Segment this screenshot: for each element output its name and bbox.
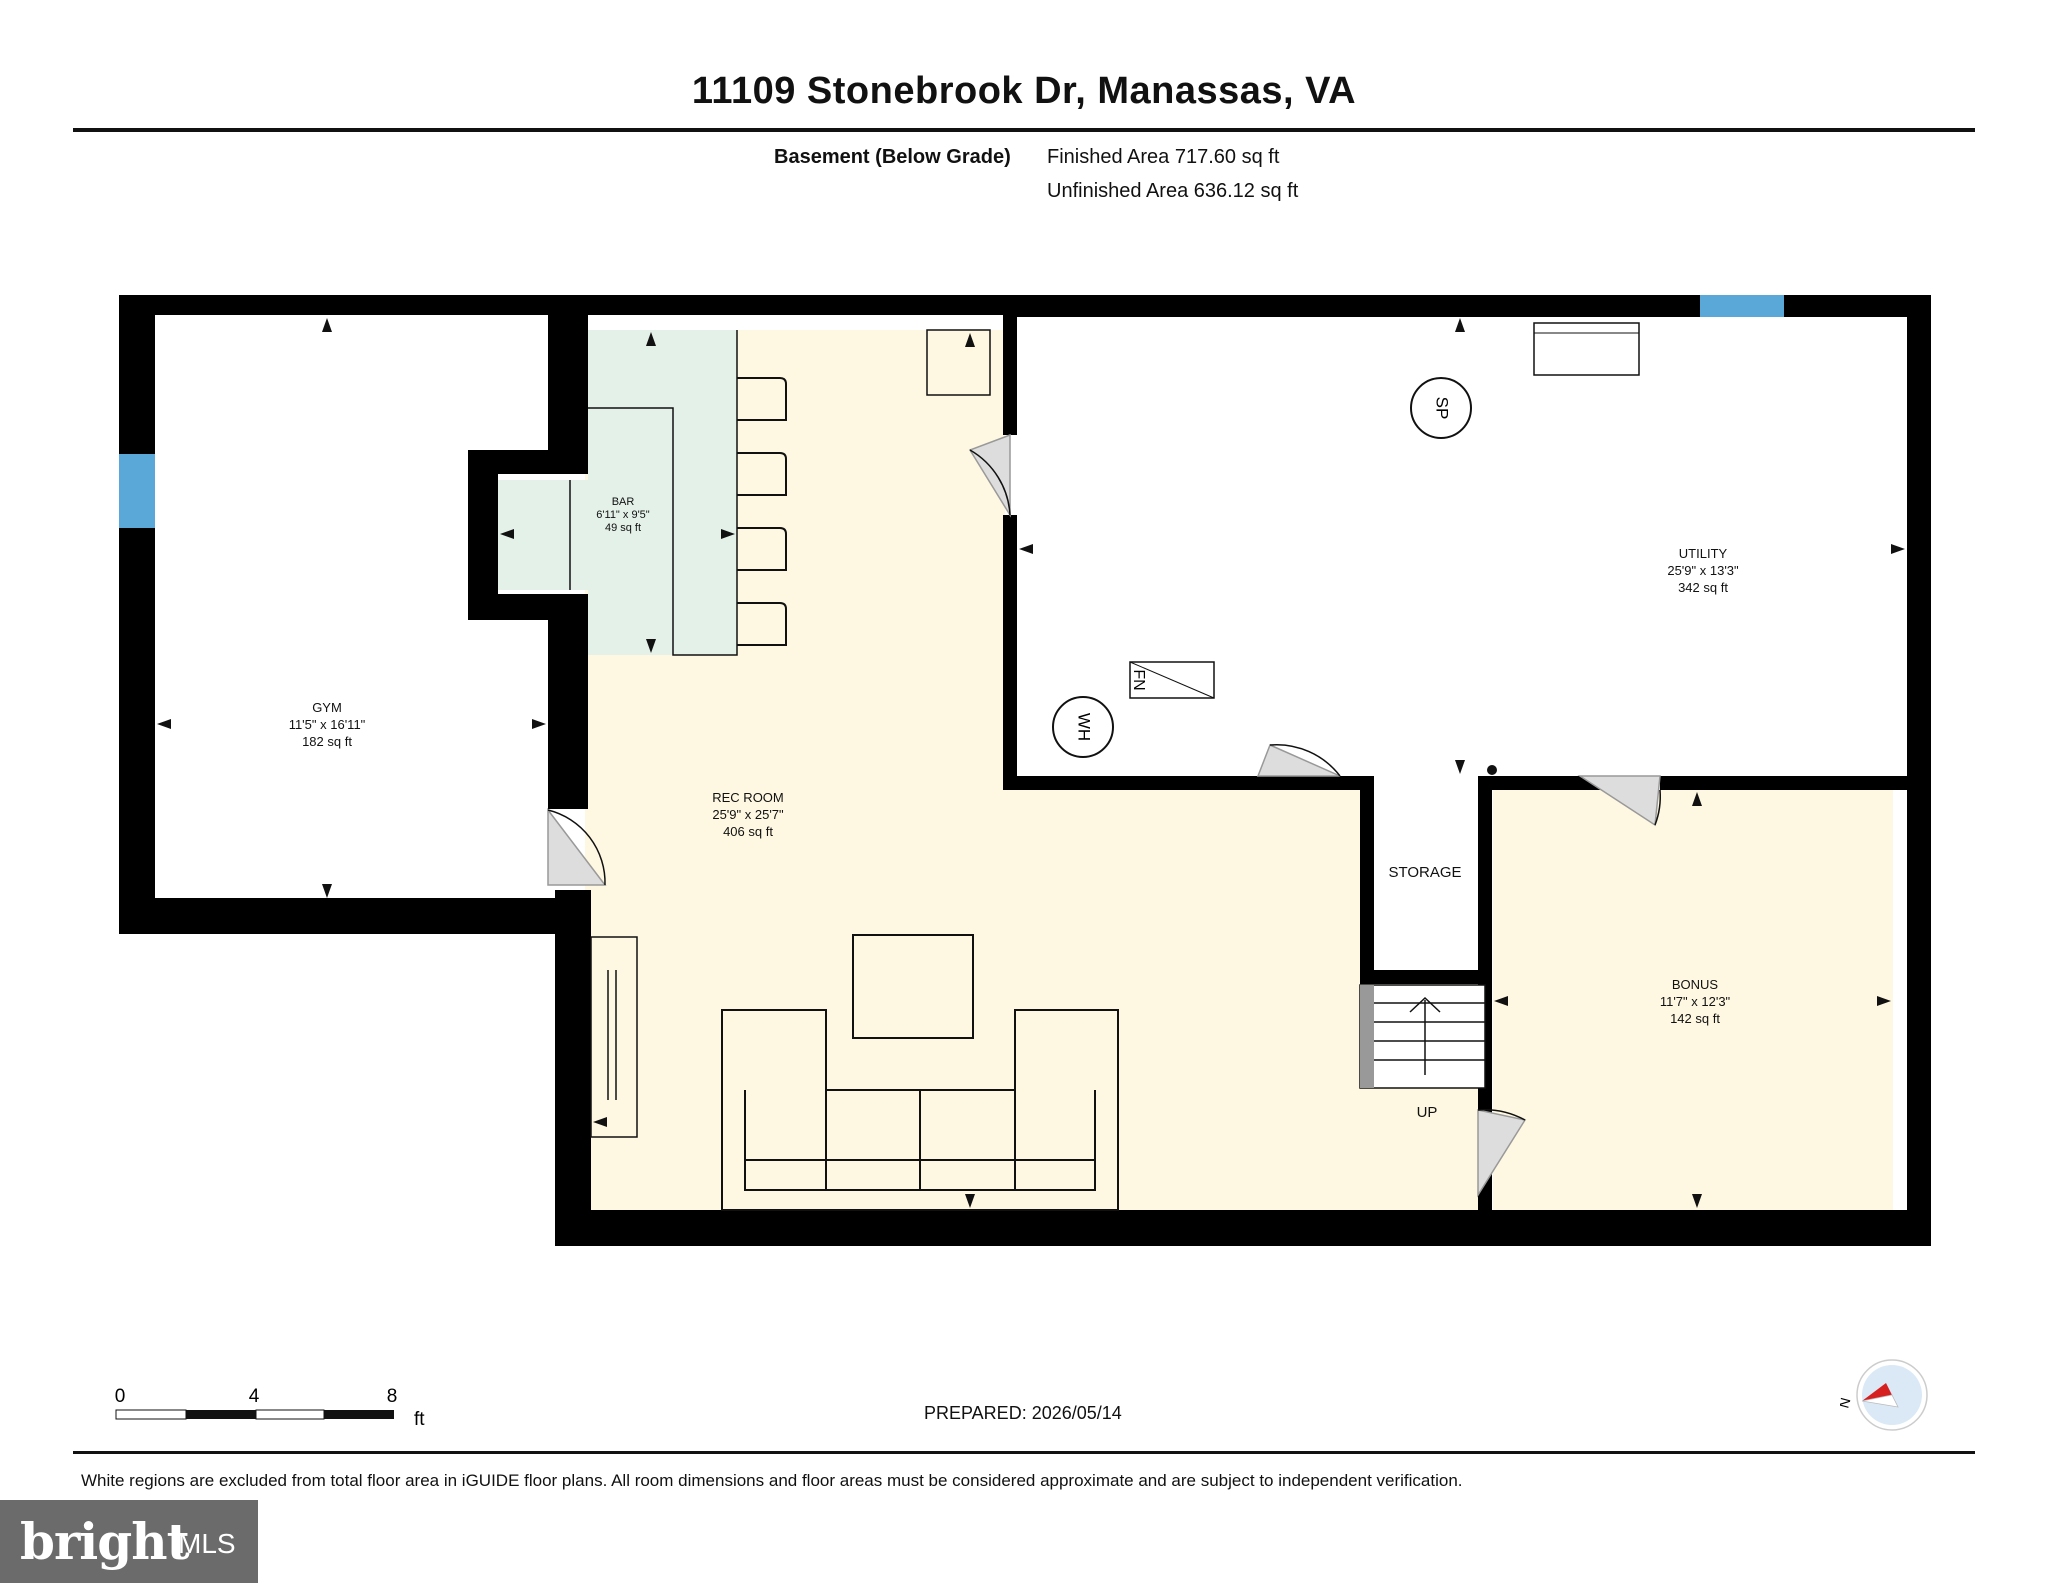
scale-bar: 0 4 8 ft [112,1380,432,1440]
compass-icon: N [1835,1355,1930,1435]
bar-area: 49 sq ft [605,522,641,534]
doors [547,433,1662,1198]
cabinet [926,329,991,396]
level-label: Basement (Below Grade) [774,146,1011,168]
furnace-label: FN [1130,669,1147,690]
storage-name: STORAGE [1388,864,1461,881]
rec-room-area: 406 sq ft [723,824,773,839]
prepared-date: PREPARED: 2026/05/14 [924,1403,1122,1423]
disclaimer-note: White regions are excluded from total fl… [81,1471,1463,1490]
storage-floor [1372,780,1485,975]
stairs-label: UP [1417,1104,1438,1121]
walls [119,295,1931,1246]
bonus-name: BONUS [1672,977,1719,992]
page-title: 11109 Stonebrook Dr, Manassas, VA [691,70,1357,112]
post-icon [1487,765,1497,775]
utility-area: 342 sq ft [1678,580,1728,595]
media-console [590,936,638,1138]
coffee-table [852,934,974,1039]
bonus-area: 142 sq ft [1670,1011,1720,1026]
scale-unit: ft [414,1409,425,1430]
rec-room-name: REC ROOM [712,790,784,805]
gym-name: GYM [312,700,342,715]
gym-window [119,454,155,528]
utility-name: UTILITY [1679,546,1728,561]
compass-north-label: N [1840,1396,1854,1410]
logo-brand: bright [20,1512,190,1571]
utility-dims: 25'9" x 13'3" [1667,563,1739,578]
scale-tick-0: 0 [115,1386,126,1407]
stairs [1359,984,1486,1089]
bar-counter [569,330,738,656]
scale-tick-4: 4 [249,1386,260,1407]
sump-pump-icon [1410,377,1472,439]
unfinished-area: Unfinished Area 636.12 sq ft [1047,180,1299,202]
bar-stools [737,377,787,646]
utility-window [1700,295,1784,317]
bonus-dims: 11'7" x 12'3" [1660,994,1731,1009]
water-heater-label: WH [1075,713,1094,741]
gym-dims: 11'5" x 16'11" [289,717,366,732]
bonus-floor [1493,790,1893,1215]
scale-tick-8: 8 [387,1386,398,1407]
rec-room-dims: 25'9" x 25'7" [712,807,784,822]
bar-name: BAR [612,496,635,508]
sump-pump-label: SP [1433,397,1452,420]
bar-floor [588,330,737,655]
utility-sink [1533,322,1640,376]
gym-area: 182 sq ft [302,734,352,749]
footer-divider [73,1451,1975,1454]
logo-suffix: MLS [178,1528,236,1559]
dimension-arrows [157,318,1905,1208]
bar-dims: 6'11" x 9'5" [596,509,649,521]
title-divider [73,128,1975,132]
bright-mls-logo: bright MLS [0,1500,258,1583]
water-heater-icon [1052,696,1114,758]
sofa [721,1009,1119,1211]
finished-area: Finished Area 717.60 sq ft [1047,146,1280,168]
